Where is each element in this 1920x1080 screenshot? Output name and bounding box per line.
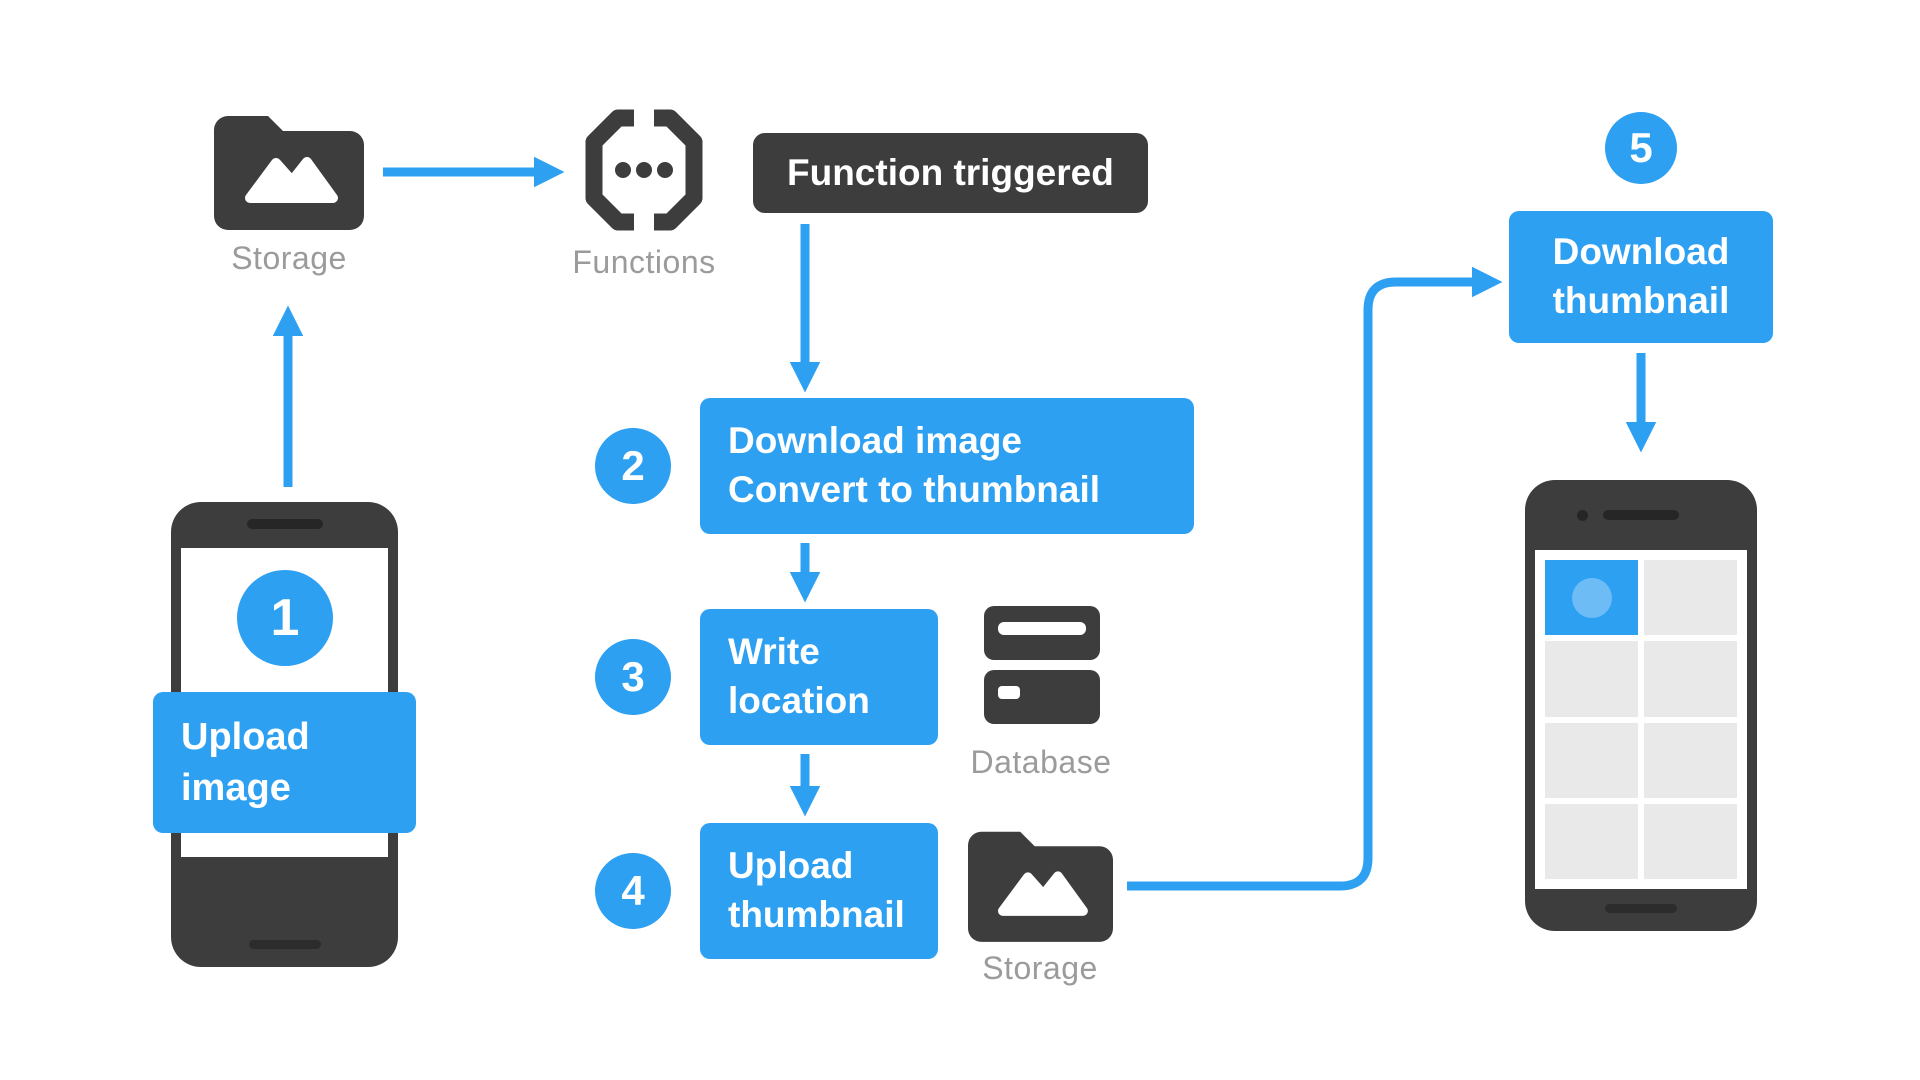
step2-line1: Download image <box>728 420 1022 462</box>
thumbnail-grid <box>1545 560 1737 879</box>
step4-number-badge: 4 <box>595 853 671 929</box>
phone-home-bar <box>1605 904 1677 913</box>
step2-number-badge: 2 <box>595 428 671 504</box>
thumbnail-cell <box>1644 641 1737 717</box>
step5-number-badge: 5 <box>1605 112 1677 184</box>
code-functions-icon <box>585 109 703 231</box>
storage-top-label: Storage <box>231 240 347 276</box>
step4-line2: thumbnail <box>728 894 905 935</box>
step5-box: Download thumbnail <box>1509 211 1773 343</box>
step1-line2: image <box>181 766 291 809</box>
step5-line1: Download <box>1552 231 1730 273</box>
thumbnail-cell <box>1545 803 1638 879</box>
thumbnail-photo-dot <box>1571 577 1612 618</box>
thumbnail-cell <box>1545 641 1638 717</box>
folder-image-icon <box>968 831 1113 942</box>
phone-download-device <box>1525 480 1757 931</box>
step1-number-badge: 1 <box>237 570 333 666</box>
step2-line2: Convert to thumbnail <box>728 469 1101 510</box>
phone-download-screen <box>1535 550 1747 889</box>
thumbnail-cell <box>1545 722 1638 798</box>
thumbnail-cell <box>1644 722 1737 798</box>
phone-speaker <box>246 519 323 529</box>
function-triggered-badge: Function triggered <box>753 133 1148 213</box>
thumbnail-cell <box>1644 803 1737 879</box>
thumbnail-highlight <box>1545 560 1638 636</box>
database-icon <box>984 606 1100 724</box>
functions-node <box>578 104 710 236</box>
step3-line1: Write <box>728 631 820 673</box>
step1-line1: Upload <box>181 716 310 759</box>
step4-line1: Upload <box>728 845 854 887</box>
step2-box: Download image Convert to thumbnail <box>700 398 1194 534</box>
phone-home-bar <box>248 940 321 949</box>
storage-bottom-label: Storage <box>982 950 1098 986</box>
storage-top-node <box>214 106 364 230</box>
storage-bottom-node <box>968 822 1113 942</box>
folder-image-icon <box>214 116 364 230</box>
database-label: Database <box>970 744 1112 780</box>
step5-line2: thumbnail <box>1552 280 1730 321</box>
functions-label: Functions <box>572 244 716 280</box>
step3-box: Write location <box>700 609 938 745</box>
step3-line2: location <box>728 680 870 721</box>
step4-box: Upload thumbnail <box>700 823 938 959</box>
thumbnail-cell <box>1644 560 1737 636</box>
phone-speaker <box>1603 510 1679 520</box>
step1-box: Upload image <box>153 692 416 833</box>
database-node <box>982 604 1102 730</box>
arrow-storage-to-download <box>1127 266 1503 891</box>
step3-number-badge: 3 <box>595 639 671 715</box>
phone-camera-dot <box>1577 510 1588 521</box>
